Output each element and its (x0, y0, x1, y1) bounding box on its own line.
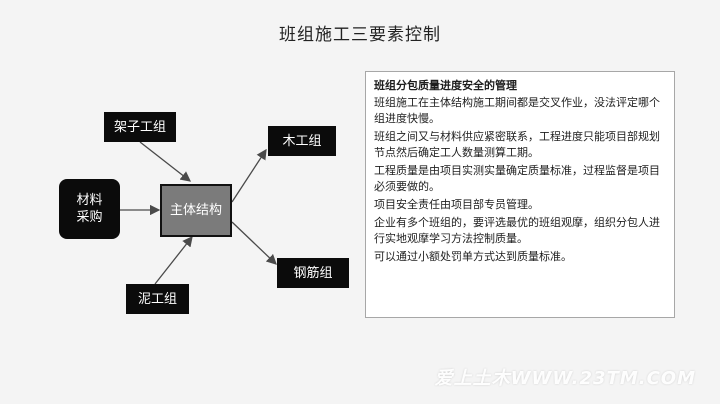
node-mud-team: 泥工组 (126, 284, 189, 314)
panel-paragraph-3: 工程质量是由项目实测实量确定质量标准，过程监督是项目必须要做的。 (374, 164, 660, 193)
node-material-procurement: 材料 采购 (59, 179, 120, 239)
node-frame-team: 架子工组 (104, 112, 176, 142)
arrow-frame-to-center (139, 141, 192, 182)
node-main-structure: 主体结构 (160, 184, 232, 237)
panel-heading: 班组分包质量进度安全的管理 (374, 79, 517, 92)
page-title: 班组施工三要素控制 (279, 25, 441, 45)
node-wood-team: 木工组 (268, 126, 336, 156)
arrow-mud-to-center (154, 235, 193, 285)
panel-paragraph-1: 班组施工在主体结构施工期间都是交叉作业，没法评定哪个组进度快慢。 (374, 96, 660, 125)
watermark: 爱上土木WWW.23TM.COM (434, 368, 696, 389)
panel-paragraph-6: 可以通过小额处罚单方式达到质量标准。 (374, 250, 572, 263)
management-panel: 班组分包质量进度安全的管理 班组施工在主体结构施工期间都是交叉作业，没法评定哪个… (365, 71, 675, 318)
panel-paragraph-5: 企业有多个班组的，要评选最优的班组观摩，组织分包人进行实地观摩学习方法控制质量。 (374, 216, 660, 245)
node-rebar-team: 钢筋组 (277, 258, 349, 288)
panel-paragraph-4: 项目安全责任由项目部专员管理。 (374, 198, 539, 211)
arrow-center-to-rebar (231, 221, 277, 265)
arrow-center-to-wood (231, 148, 267, 203)
panel-paragraph-2: 班组之间又与材料供应紧密联系，工程进度只能项目部规划节点然后确定工人数量测算工期… (374, 130, 660, 159)
